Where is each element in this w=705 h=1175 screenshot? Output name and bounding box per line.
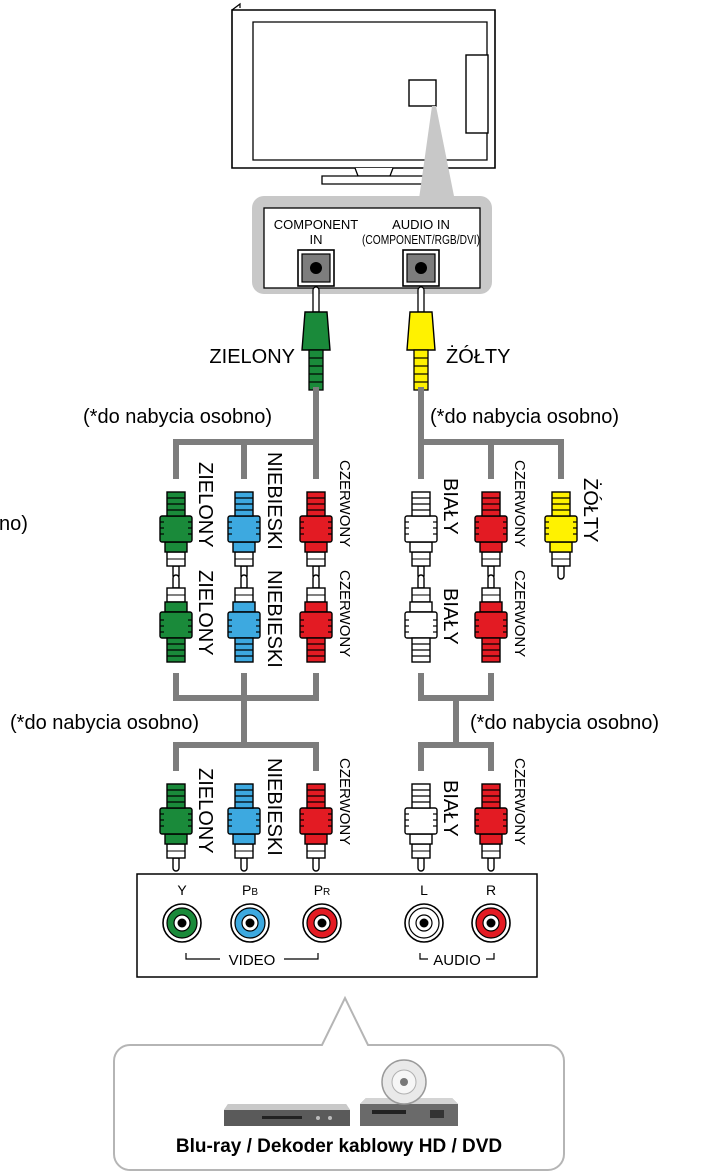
bottom-plug-red[interactable] — [300, 784, 332, 871]
dvd-player-icon — [360, 1098, 458, 1126]
adapter-label-green: ZIELONY — [194, 462, 216, 548]
middle-label-blue: NIEBIESKI — [263, 570, 285, 668]
jack-label-y: Y — [177, 882, 187, 898]
jack-audio-r[interactable] — [471, 903, 511, 943]
middle-plug-red-audio[interactable] — [474, 574, 508, 663]
middle-label-red: CZERWONY — [336, 570, 353, 657]
middle-plug-white[interactable] — [404, 574, 438, 663]
audio-in-label-2: (COMPONENT/RGB/DVI) — [362, 232, 480, 247]
jack-pr[interactable] — [302, 903, 342, 943]
bottom-plug-green[interactable] — [160, 784, 192, 871]
middle-label-red-audio: CZERWONY — [511, 570, 528, 657]
devices-caption: Blu-ray / Dekoder kablowy HD / DVD — [176, 1136, 502, 1157]
adapter-label-red-audio: CZERWONY — [511, 460, 528, 547]
component-in-port[interactable] — [297, 249, 335, 287]
jack-label-pr: PR — [314, 882, 331, 898]
audio-group-label: AUDIO — [433, 952, 481, 969]
jack-audio-l[interactable] — [404, 903, 444, 943]
sold-separately-note-4: (*do nabycia osobno) — [470, 712, 659, 734]
green-plug-label: ZIELONY — [209, 346, 295, 368]
middle-label-white: BIAŁY — [439, 588, 461, 645]
bottom-label-blue: NIEBIESKI — [263, 758, 285, 856]
jack-label-r: R — [486, 882, 496, 898]
adapter-label-red: CZERWONY — [336, 460, 353, 547]
yellow-minijack-plug[interactable] — [406, 286, 436, 391]
middle-plug-green[interactable] — [159, 574, 193, 663]
audio-in-port[interactable] — [402, 249, 440, 287]
jack-label-pb: PB — [242, 882, 258, 898]
video-group-label: VIDEO — [229, 952, 276, 969]
sold-separately-note-2: (*do nabycia osobno) — [430, 406, 619, 428]
bottom-label-red: CZERWONY — [336, 758, 353, 845]
sold-separately-note-3: (*do nabycia osobno) — [10, 712, 199, 734]
jack-y[interactable] — [162, 903, 202, 943]
component-in-label-2: IN — [310, 232, 323, 247]
adapter-plug-white[interactable] — [405, 492, 437, 579]
adapter-label-blue: NIEBIESKI — [263, 452, 285, 550]
adapter-plug-red-audio[interactable] — [475, 492, 507, 579]
middle-plug-blue[interactable] — [227, 574, 261, 663]
jack-label-l: L — [420, 882, 428, 898]
tv-illustration — [231, 2, 496, 206]
cables — [173, 387, 564, 771]
device-output-panel: Y PB PR L R VIDEO AUDIO — [136, 873, 538, 978]
bottom-label-green: ZIELONY — [194, 768, 216, 854]
cut-off-note-fragment: no) — [0, 513, 28, 535]
adapter-plug-red[interactable] — [300, 492, 332, 579]
adapter-label-yellow: ŻÓŁTY — [579, 478, 602, 542]
middle-plug-red[interactable] — [299, 574, 333, 663]
tv-input-panel: COMPONENT IN AUDIO IN (COMPONENT/RGB/DVI… — [252, 196, 492, 294]
component-in-label-1: COMPONENT — [274, 217, 359, 232]
bluray-player-icon — [224, 1104, 350, 1126]
devices-callout — [113, 995, 565, 1171]
yellow-plug-label: ŻÓŁTY — [446, 345, 510, 368]
adapter-label-white: BIAŁY — [439, 478, 461, 535]
bottom-plug-white[interactable] — [405, 784, 437, 871]
bottom-label-red-audio: CZERWONY — [511, 758, 528, 845]
middle-label-green: ZIELONY — [194, 570, 216, 656]
bottom-plug-blue[interactable] — [228, 784, 260, 871]
adapter-plug-green[interactable] — [160, 492, 192, 579]
bottom-plug-red-audio[interactable] — [475, 784, 507, 871]
jack-pb[interactable] — [230, 903, 270, 943]
disc-icon — [381, 1059, 427, 1105]
sold-separately-note-1: (*do nabycia osobno) — [83, 406, 272, 428]
adapter-plug-yellow[interactable] — [545, 492, 577, 579]
green-minijack-plug[interactable] — [301, 286, 331, 391]
bottom-label-white: BIAŁY — [439, 780, 461, 837]
audio-in-label-1: AUDIO IN — [392, 217, 450, 232]
adapter-plug-blue[interactable] — [228, 492, 260, 579]
